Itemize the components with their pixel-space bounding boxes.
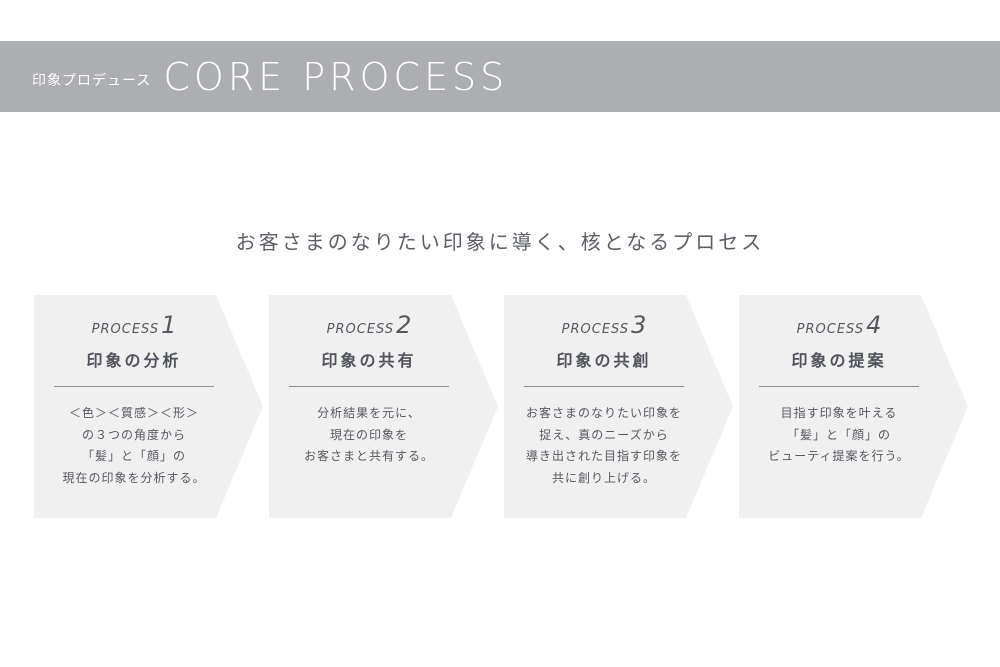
step-description-line: の３つの角度から xyxy=(81,427,186,442)
step-description-line: 導き出された目指す印象を xyxy=(525,449,682,463)
process-step-1: PROCESS1 印象の分析 ＜色＞＜質感＞＜形＞ の３つの角度から 「髪」と「… xyxy=(34,295,263,518)
lead-text: お客さまのなりたい印象に導く、核となるプロセス xyxy=(235,230,765,254)
step-heading: PROCESS1 xyxy=(34,311,234,339)
chevron-shape xyxy=(269,295,498,518)
step-heading: PROCESS2 xyxy=(269,311,469,339)
step-label: PROCESS xyxy=(91,322,160,337)
step-description: お客さまのなりたい印象を 捉え、真のニーズから 導き出された目指す印象を 共に創… xyxy=(504,403,704,489)
header-banner: 印象プロデュース CORE PROCESS xyxy=(0,41,1000,112)
chevron-shape xyxy=(34,295,263,518)
step-number: 3 xyxy=(631,311,647,339)
step-label: PROCESS xyxy=(796,322,865,337)
step-description-line: ビューティ提案を行う。 xyxy=(768,449,910,463)
step-divider xyxy=(54,386,214,387)
step-description-line: お客さまのなりたい印象を xyxy=(525,406,682,420)
step-heading: PROCESS3 xyxy=(504,311,704,339)
step-label: PROCESS xyxy=(561,322,630,337)
step-number: 1 xyxy=(161,311,177,339)
step-description-line: 目指す印象を叶える xyxy=(780,406,898,420)
step-description-line: 共に創り上げる。 xyxy=(551,470,656,485)
step-description: ＜色＞＜質感＞＜形＞ の３つの角度から 「髪」と「顔」の 現在の印象を分析する。 xyxy=(34,403,234,489)
chevron-shape xyxy=(504,295,733,518)
step-description: 目指す印象を叶える 「髪」と「顔」の ビューティ提案を行う。 xyxy=(739,403,939,468)
step-number: 2 xyxy=(396,311,412,339)
step-title: 印象の提案 xyxy=(791,351,887,370)
step-label: PROCESS xyxy=(326,322,395,337)
step-description: 分析結果を元に、 現在の印象を お客さまと共有する。 xyxy=(269,403,469,468)
step-number: 4 xyxy=(866,311,882,339)
banner-title: CORE PROCESS xyxy=(163,54,509,99)
step-title: 印象の共有 xyxy=(321,351,417,370)
process-step-4: PROCESS4 印象の提案 目指す印象を叶える 「髪」と「顔」の ビューティ提… xyxy=(739,295,968,518)
step-description-line: 現在の印象を分析する。 xyxy=(62,470,206,485)
step-divider xyxy=(289,386,449,387)
process-steps: PROCESS1 印象の分析 ＜色＞＜質感＞＜形＞ の３つの角度から 「髪」と「… xyxy=(34,295,974,518)
step-title: 印象の共創 xyxy=(556,351,652,370)
step-description-line: お客さまと共有する。 xyxy=(303,449,434,463)
step-divider xyxy=(759,386,919,387)
process-step-3: PROCESS3 印象の共創 お客さまのなりたい印象を 捉え、真のニーズから 導… xyxy=(504,295,733,518)
step-description-line: 「髪」と「顔」の xyxy=(786,427,891,442)
step-heading: PROCESS4 xyxy=(739,311,939,339)
step-divider xyxy=(524,386,684,387)
step-description-line: 現在の印象を xyxy=(329,427,408,442)
step-title: 印象の分析 xyxy=(86,351,182,370)
banner-subtitle: 印象プロデュース xyxy=(32,72,152,89)
process-step-2: PROCESS2 印象の共有 分析結果を元に、 現在の印象を お客さまと共有する… xyxy=(269,295,498,518)
chevron-shape xyxy=(739,295,968,518)
step-description-line: 「髪」と「顔」の xyxy=(81,449,186,463)
step-description-line: 分析結果を元に、 xyxy=(317,406,421,420)
step-description-line: 捉え、真のニーズから xyxy=(539,427,669,442)
step-description-line: ＜色＞＜質感＞＜形＞ xyxy=(68,406,199,420)
